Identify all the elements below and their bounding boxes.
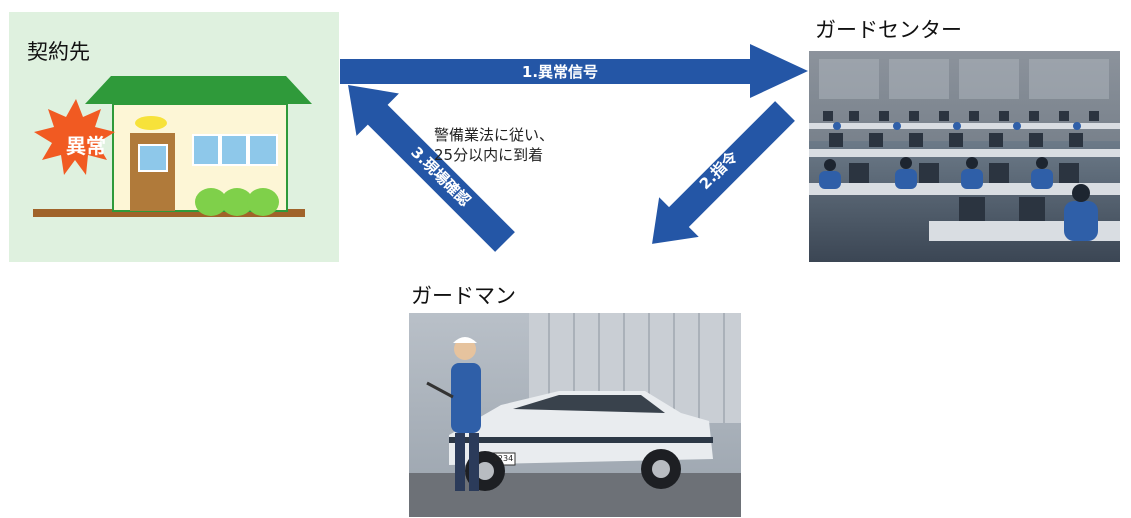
arrival-note-line1: 警備業法に従い、 <box>434 126 555 144</box>
command-arrow <box>652 101 795 244</box>
bush <box>195 188 227 216</box>
license-plate-text: 1234 <box>492 454 514 463</box>
guardman-photo <box>409 313 741 517</box>
contractor-title: 契約先 <box>27 40 90 64</box>
guard-center-photo <box>809 51 1120 262</box>
bush <box>247 188 279 216</box>
porch-light <box>135 116 167 130</box>
bush <box>221 188 253 216</box>
arrival-note: 警備業法に従い、 25分以内に到着 <box>434 125 554 165</box>
house-illustration <box>33 76 312 217</box>
window <box>220 134 248 166</box>
guardman-title: ガードマン <box>411 284 516 308</box>
signal-arrow <box>340 44 808 98</box>
alert-label: 異常 <box>66 134 106 158</box>
alert-burst <box>34 99 115 175</box>
confirm-arrow <box>348 85 515 252</box>
window <box>248 134 278 166</box>
arrival-note-line2: 25分以内に到着 <box>434 146 544 164</box>
roof <box>85 76 312 104</box>
signal-arrow-label: 1.異常信号 <box>522 63 598 81</box>
guard-center-title: ガードセンター <box>815 18 962 42</box>
window <box>192 134 220 166</box>
door-window <box>138 144 168 172</box>
ground-line <box>33 209 305 217</box>
